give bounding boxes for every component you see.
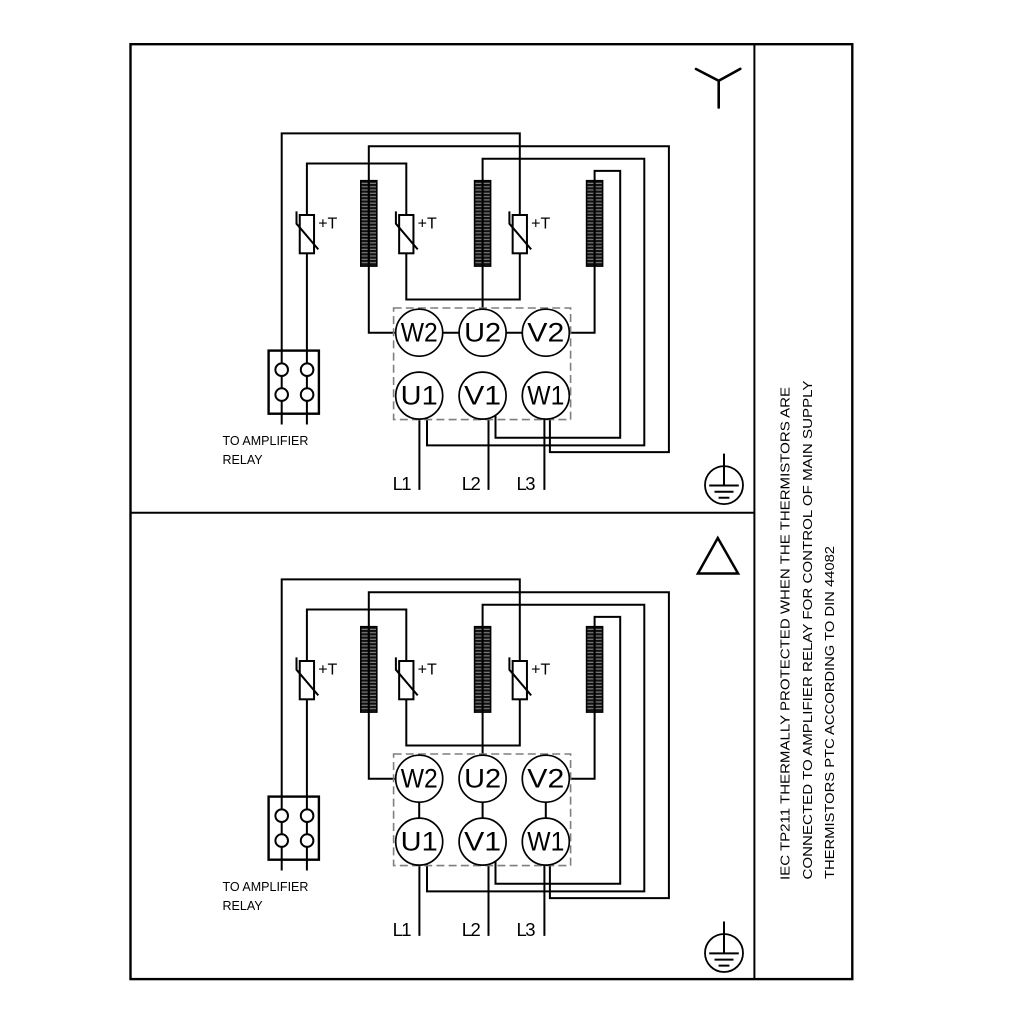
svg-text:IEC TP211 THERMALLY PROTECTED: IEC TP211 THERMALLY PROTECTED WHEN THE T… (778, 387, 793, 880)
svg-text:CONNECTED TO AMPLIFIER RELAY F: CONNECTED TO AMPLIFIER RELAY FOR CONTROL… (800, 380, 815, 879)
svg-text:THERMISTORS PTC ACCORDING TO D: THERMISTORS PTC ACCORDING TO DIN 44082 (822, 546, 837, 879)
